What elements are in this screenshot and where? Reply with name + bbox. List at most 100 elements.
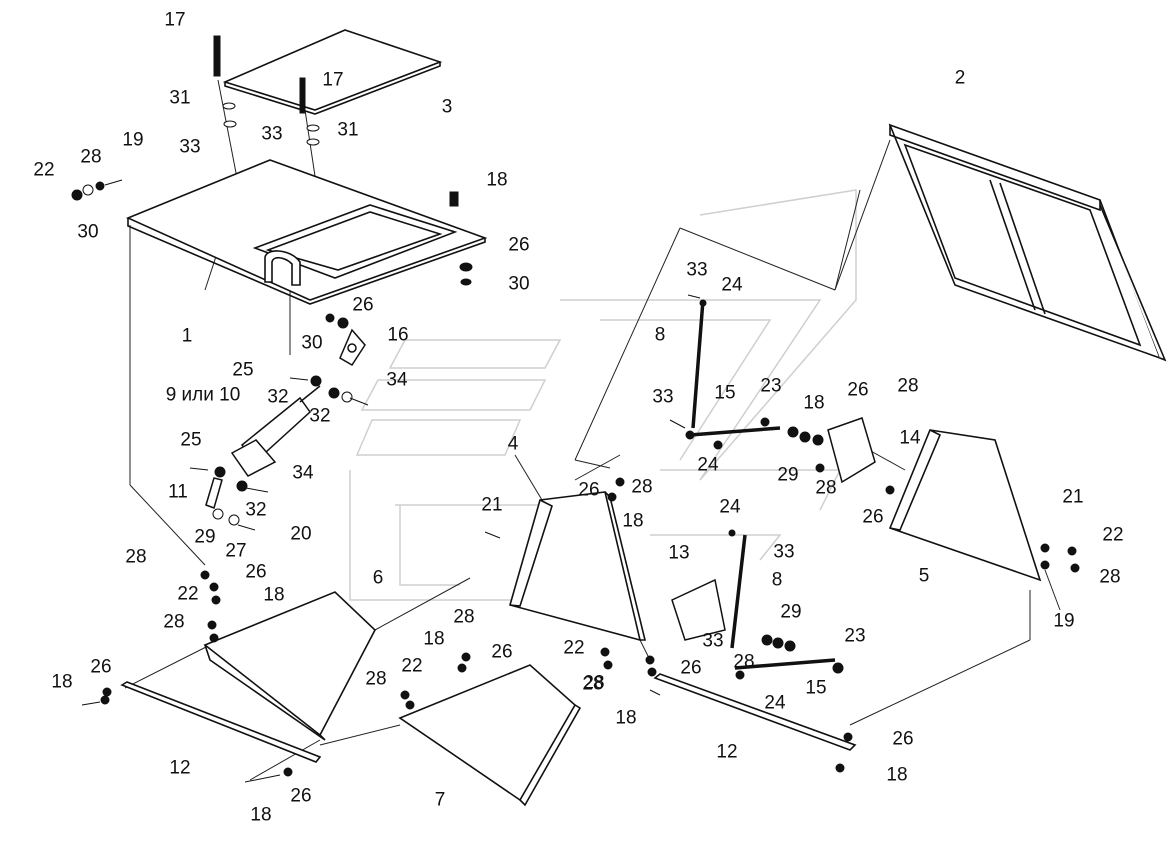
callout-label: 19 — [122, 129, 144, 151]
part-11-lever — [206, 478, 222, 508]
callout-label: 1 — [181, 325, 193, 347]
callout-label: 33 — [652, 386, 674, 408]
callout-label: 8 — [654, 324, 666, 346]
callout-label: 28 — [80, 146, 102, 168]
callout-label: 33 — [179, 136, 201, 158]
callout-label: 20 — [290, 523, 312, 545]
callout-label: 31 — [337, 119, 359, 141]
part-15-rods — [690, 428, 835, 668]
part-6-panel — [205, 592, 375, 740]
part-3-cover — [225, 30, 440, 114]
callout-label: 13 — [668, 542, 690, 564]
watermark-frame — [350, 190, 856, 600]
callout-label: 22 — [33, 159, 55, 181]
callout-label: 28 — [453, 606, 475, 628]
callout-label: 4 — [507, 433, 519, 455]
callout-label: 28 — [631, 476, 653, 498]
callout-label: 26 — [508, 234, 530, 256]
callout-label: 29 — [194, 526, 216, 548]
callout-label: 3 — [441, 96, 453, 118]
callout-label: 11 — [168, 481, 188, 503]
callout-label: 22 — [177, 583, 199, 605]
callout-label: 22 — [1102, 524, 1124, 546]
callout-label: 28 — [125, 546, 147, 568]
part-7-panel — [400, 665, 580, 805]
part-4-panel — [510, 492, 645, 640]
callout-label: 26 — [892, 728, 914, 750]
callout-label: 5 — [918, 565, 930, 587]
callout-label: 23 — [760, 375, 782, 397]
callout-label: 17 — [322, 69, 344, 91]
callout-label: 28 — [582, 673, 604, 695]
part-16-plate — [340, 330, 365, 365]
callout-label: 28 — [163, 611, 185, 633]
callout-label: 14 — [899, 427, 921, 449]
callout-label: 24 — [721, 274, 743, 296]
callout-label: 9 или 10 — [165, 384, 241, 406]
callout-label: 12 — [169, 757, 191, 779]
callout-label: 15 — [714, 382, 736, 404]
callout-label: 26 — [491, 641, 513, 663]
part-13-bracket — [672, 580, 725, 640]
callout-label: 18 — [803, 392, 825, 414]
callout-label: 15 — [805, 677, 827, 699]
callout-label: 18 — [615, 707, 637, 729]
callout-label: 26 — [90, 656, 112, 678]
callout-label: 34 — [386, 369, 408, 391]
part-14-bracket — [828, 418, 875, 482]
callout-label: 28 — [1099, 566, 1121, 588]
callout-label: 21 — [1062, 486, 1084, 508]
callout-label: 26 — [680, 657, 702, 679]
part-9-actuator — [232, 386, 320, 476]
callout-label: 32 — [267, 386, 289, 408]
part-5-panel — [890, 430, 1040, 580]
callout-label: 18 — [622, 510, 644, 532]
part-1-frame — [128, 160, 485, 304]
callout-label: 8 — [771, 569, 783, 591]
callout-label: 26 — [352, 294, 374, 316]
callout-label: 32 — [309, 405, 331, 427]
callout-label: 12 — [716, 741, 738, 763]
callout-label: 17 — [164, 9, 186, 31]
callout-label: 22 — [563, 637, 585, 659]
callout-label: 28 — [815, 477, 837, 499]
callout-label: 28 — [365, 668, 387, 690]
part-2-door — [890, 125, 1165, 360]
callout-label: 26 — [862, 506, 884, 528]
callout-label: 30 — [77, 221, 99, 243]
callout-label: 24 — [697, 454, 719, 476]
callout-label: 24 — [719, 496, 741, 518]
callout-label: 26 — [290, 785, 312, 807]
callout-label: 7 — [434, 789, 446, 811]
callout-label: 21 — [481, 494, 503, 516]
callout-label: 33 — [773, 541, 795, 563]
callout-label: 16 — [387, 324, 409, 346]
callout-label: 33 — [261, 123, 283, 145]
part-12-strips — [122, 674, 855, 762]
callout-label: 32 — [245, 499, 267, 521]
callout-label: 29 — [780, 601, 802, 623]
callout-label: 22 — [401, 655, 423, 677]
callout-label: 25 — [180, 429, 202, 451]
callout-label: 26 — [578, 479, 600, 501]
callout-label: 34 — [292, 462, 314, 484]
callout-label: 26 — [245, 561, 267, 583]
callout-label: 31 — [169, 87, 191, 109]
callout-label: 18 — [263, 584, 285, 606]
callout-label: 27 — [225, 540, 247, 562]
callout-label: 18 — [250, 804, 272, 826]
callout-label: 25 — [232, 359, 254, 381]
callout-label: 33 — [702, 630, 724, 652]
callout-label: 18 — [51, 671, 73, 693]
callout-label: 26 — [847, 379, 869, 401]
callout-label: 28 — [733, 651, 755, 673]
callout-label: 28 — [583, 672, 605, 694]
callout-label: 23 — [844, 625, 866, 647]
callout-label: 18 — [886, 764, 908, 786]
callout-label: 30 — [301, 332, 323, 354]
callout-label: 18 — [486, 169, 508, 191]
fasteners — [72, 36, 1079, 782]
part-8-rods — [693, 300, 745, 648]
callout-label: 30 — [508, 273, 530, 295]
